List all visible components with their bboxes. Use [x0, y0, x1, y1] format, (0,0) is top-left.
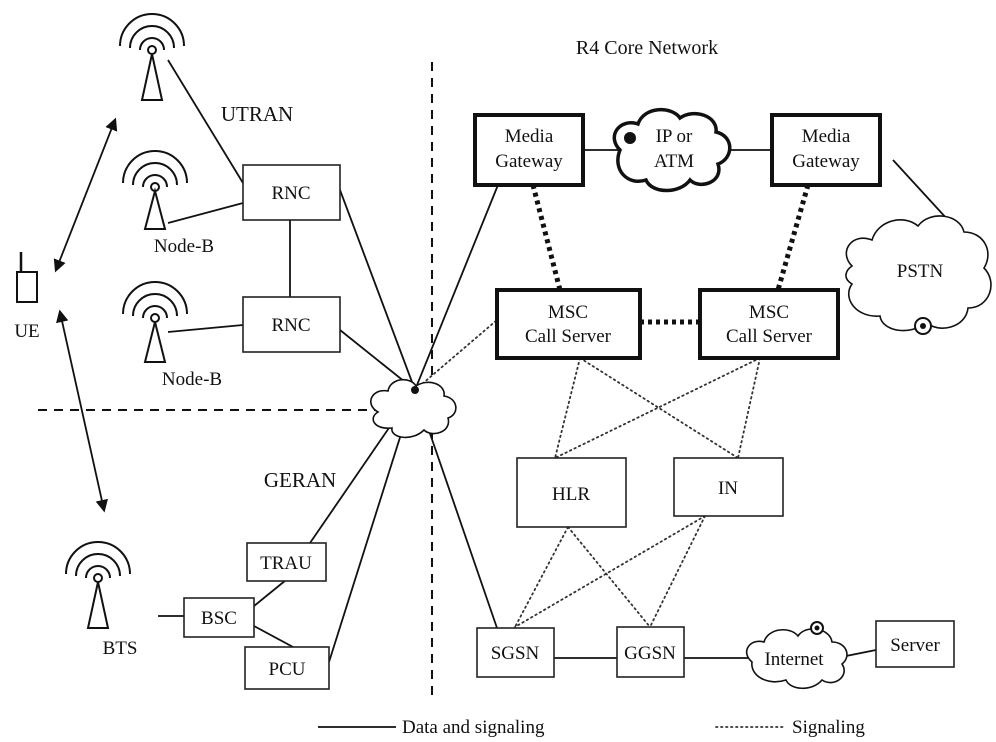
hlr-box: [516, 457, 627, 528]
pcu-label: PCU: [269, 659, 306, 680]
server-label: Server: [890, 635, 940, 656]
sgsn-label: SGSN: [491, 643, 540, 664]
legend-dotted-label: Signaling: [792, 717, 865, 738]
bts-label: BTS: [103, 638, 138, 659]
antenna-icon: [122, 281, 188, 363]
msc-right-line2: Call Server: [726, 326, 813, 347]
rnc-upper-label: RNC: [271, 183, 310, 204]
media-gateway-right-line2: Gateway: [792, 151, 860, 172]
media-gateway-right-line1: Media: [802, 126, 851, 147]
internet-cloud-icon: [746, 628, 848, 690]
backhaul-node-dot: [411, 386, 419, 394]
media-gateway-left-line2: Gateway: [495, 151, 563, 172]
msc-left-line2: Call Server: [525, 326, 612, 347]
rnc-lower-label: RNC: [271, 315, 310, 336]
rnc-lower-box: [242, 296, 341, 353]
ip-atm-line1: IP or: [656, 126, 693, 147]
in-label: IN: [718, 478, 738, 499]
utran-label: UTRAN: [221, 102, 293, 126]
antenna-icon: [122, 150, 188, 230]
msc-left-line1: MSC: [548, 302, 588, 323]
legend-solid-label: Data and signaling: [402, 717, 545, 738]
antenna-icon: [65, 541, 131, 629]
trau-box: [246, 542, 327, 582]
rnc-upper-box: [242, 164, 341, 221]
ggsn-box: [616, 626, 685, 678]
core-network-title: R4 Core Network: [576, 37, 718, 59]
legend: Data and signaling Signaling: [318, 717, 865, 738]
ip-atm-cloud-icon: [612, 108, 732, 193]
trau-label: TRAU: [260, 553, 312, 574]
ip-atm-line2: ATM: [654, 151, 694, 172]
ip-atm-node-dot: [624, 132, 636, 144]
signaling-links: [414, 184, 811, 628]
antenna-icon: [119, 13, 185, 101]
ue-handset-icon: [16, 252, 38, 303]
bsc-box: [183, 597, 255, 638]
ue-label: UE: [14, 321, 39, 342]
pstn-label: PSTN: [897, 261, 944, 282]
hlr-label: HLR: [552, 484, 590, 505]
in-box: [673, 457, 784, 517]
sgsn-box: [476, 627, 555, 678]
msc-call-server-left-box: [495, 288, 642, 360]
msc-call-server-right-box: [698, 288, 840, 360]
ue-geran-radio-link: [56, 309, 108, 513]
node-b-upper-label: Node-B: [154, 236, 214, 257]
node-b-lower-label: Node-B: [162, 369, 222, 390]
bsc-label: BSC: [201, 608, 237, 629]
media-gateway-right-box: [770, 113, 882, 187]
geran-label: GERAN: [264, 468, 336, 492]
ggsn-label: GGSN: [624, 643, 676, 664]
server-box: [875, 620, 955, 668]
pcu-box: [244, 646, 330, 690]
media-gateway-left-box: [473, 113, 585, 187]
media-gateway-left-line1: Media: [505, 126, 554, 147]
backhaul-cloud-icon: [370, 378, 457, 439]
internet-label: Internet: [764, 649, 824, 670]
ue-utran-radio-link: [53, 117, 118, 273]
pstn-cloud-icon: [845, 215, 992, 332]
msc-right-line1: MSC: [749, 302, 789, 323]
